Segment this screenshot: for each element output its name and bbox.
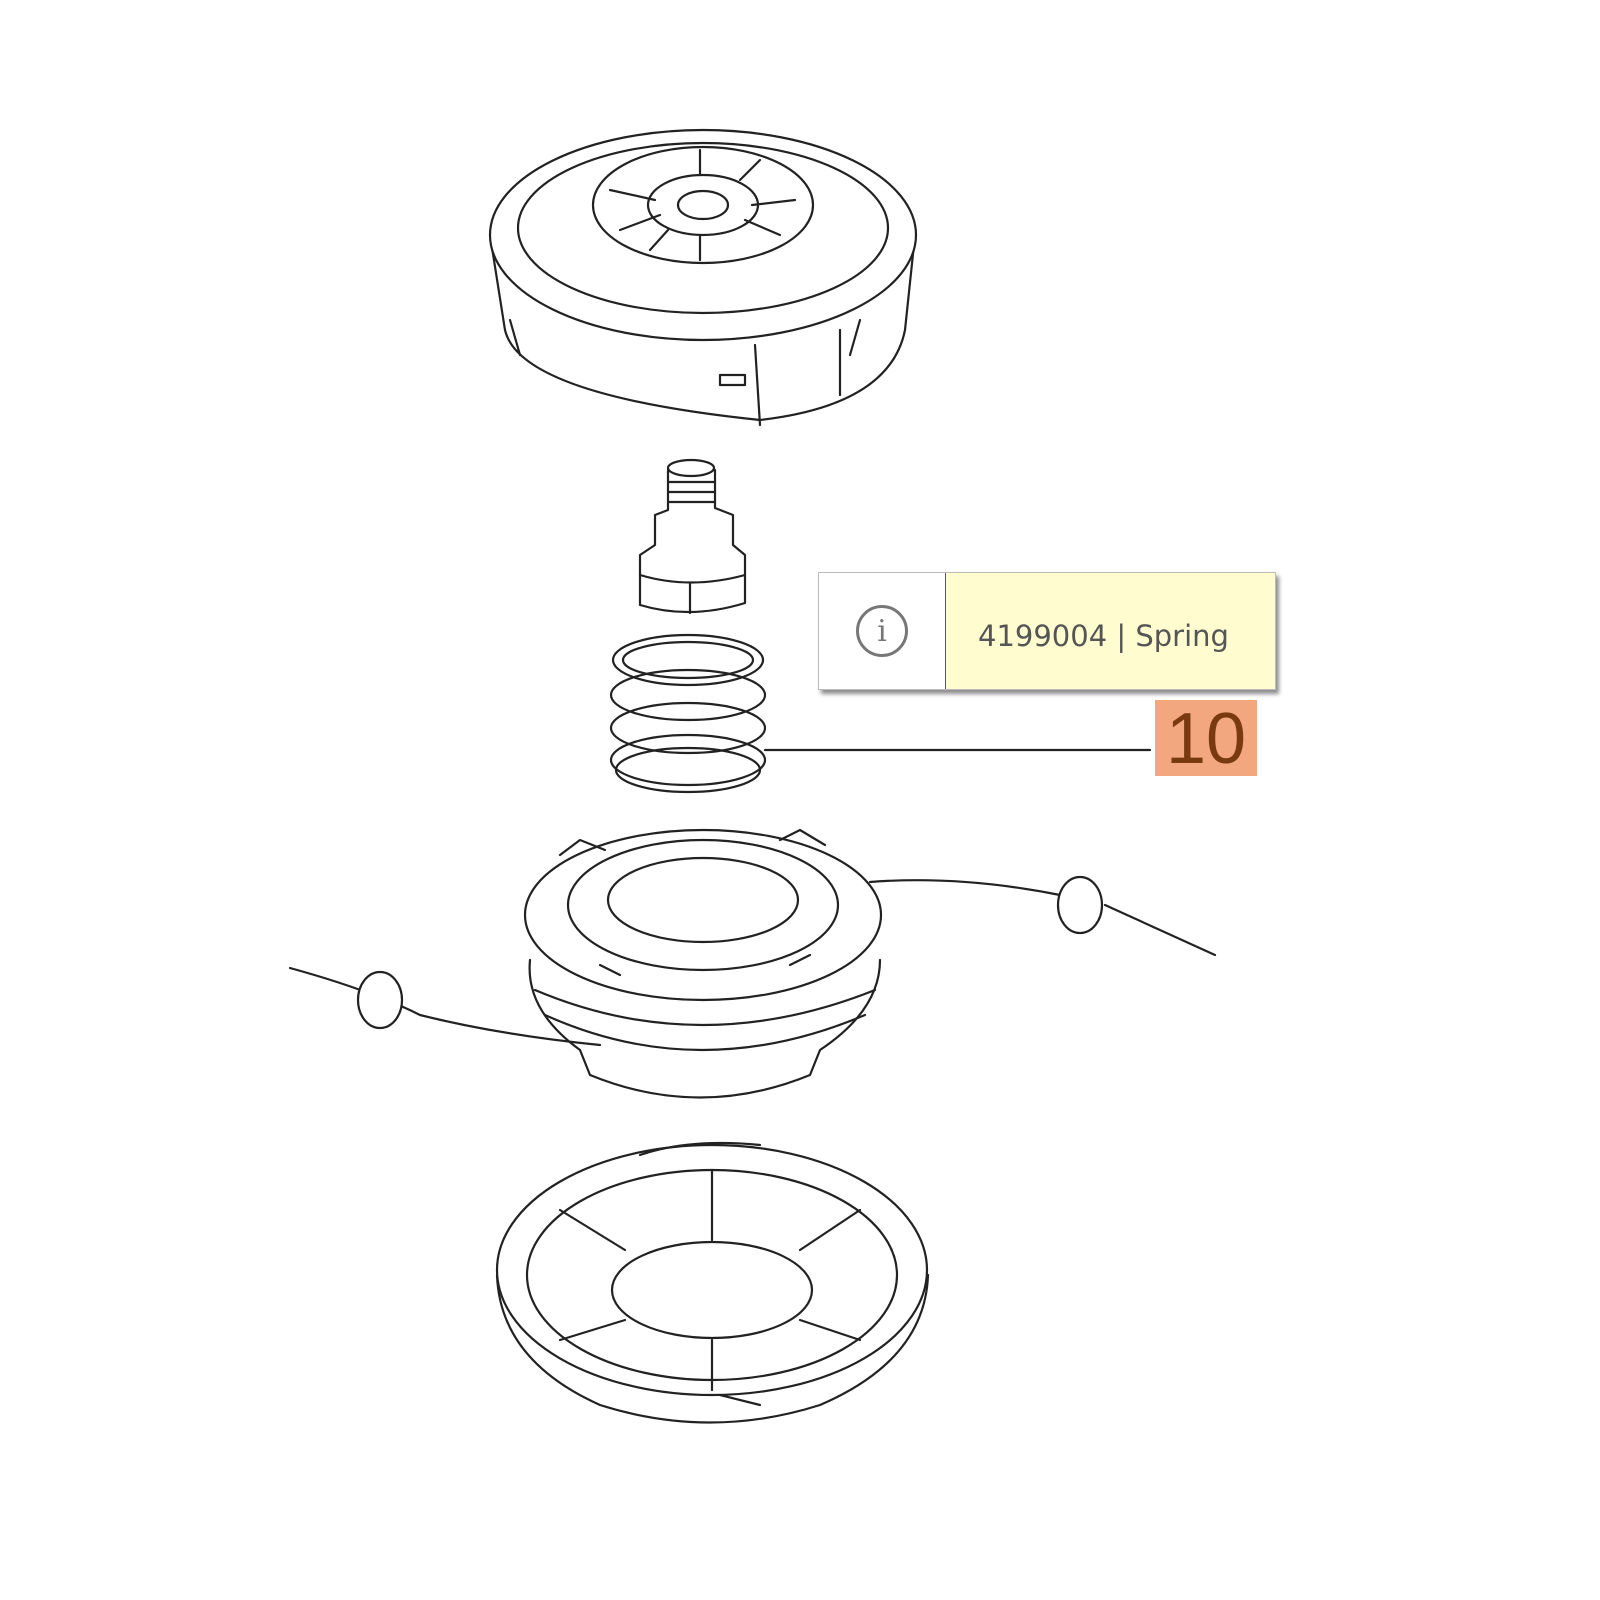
part-info-text: 4199004 | Spring bbox=[978, 619, 1229, 653]
bottom-cover-part[interactable] bbox=[495, 1141, 930, 1424]
spool-part[interactable] bbox=[288, 828, 1217, 1099]
part-number-callout[interactable]: 10 bbox=[1155, 700, 1257, 778]
bolt-part[interactable] bbox=[638, 458, 747, 615]
spring-part[interactable] bbox=[609, 633, 1152, 794]
info-icon: i bbox=[819, 573, 946, 689]
part-info-tooltip: i 4199004 | Spring bbox=[818, 572, 1276, 690]
top-cap-part[interactable] bbox=[488, 128, 918, 427]
